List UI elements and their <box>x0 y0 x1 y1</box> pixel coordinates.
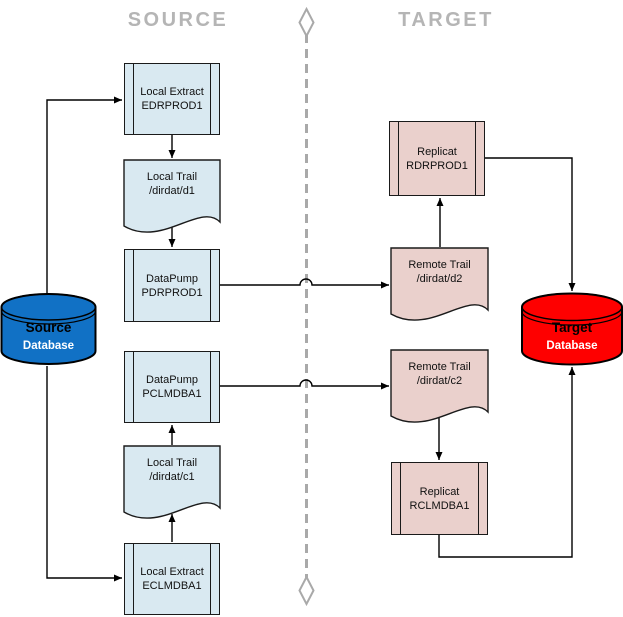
node-datapump-pdrprod1: DataPump PDRPROD1 <box>124 249 220 322</box>
node-replicat-rdrprod1: Replicat RDRPROD1 <box>389 121 485 196</box>
process-inner-rail <box>209 544 211 614</box>
connector-rclmdba1-to-targetdb <box>438 367 576 558</box>
node-label: DataPump <box>146 272 198 285</box>
node-label: DataPump <box>146 374 198 386</box>
node-local-extract-edrprod1: Local Extract EDRPROD1 <box>124 63 220 135</box>
node-label: Replicat <box>419 485 460 498</box>
document-remote-trail-c2 <box>390 349 489 423</box>
process-inner-rail <box>474 122 476 195</box>
node-label: Local Extract <box>140 86 204 98</box>
connector-pdrprod1-to-traild2 <box>220 278 389 289</box>
process-inner-rail <box>209 250 211 321</box>
document-local-trail-d1 <box>123 159 221 233</box>
node-local-extract-eclmdba1: Local Extract ECLMDBA1 <box>124 543 220 615</box>
process-inner-rail <box>400 463 402 534</box>
connector-rdrprod1-to-targetdb <box>484 157 576 291</box>
source-zone-header: SOURCE <box>127 9 229 31</box>
node-label: ECLMDBA1 <box>142 580 202 592</box>
process-inner-rail <box>209 352 211 422</box>
divider-top-diamond-icon <box>298 6 315 39</box>
node-label: PDRPROD1 <box>141 286 203 299</box>
connector-pclmdba1-to-trailc2 <box>220 379 389 390</box>
connector-sourcedb-to-edrprod1 <box>46 96 122 296</box>
process-inner-rail <box>133 64 135 134</box>
node-label: Replicat <box>417 145 457 158</box>
node-replicat-rclmdba1: Replicat RCLMDBA1 <box>391 462 488 535</box>
process-inner-rail <box>398 122 400 195</box>
process-inner-rail <box>209 64 211 134</box>
source-database-cylinder <box>0 293 97 365</box>
target-database-cylinder <box>521 292 623 366</box>
node-label: RDRPROD1 <box>406 159 468 172</box>
document-remote-trail-d2 <box>390 247 489 321</box>
target-zone-header: TARGET <box>398 9 494 31</box>
node-label: RCLMDBA1 <box>409 499 470 512</box>
node-label: EDRPROD1 <box>141 100 203 112</box>
node-label: PCLMDBA1 <box>142 388 202 400</box>
document-local-trail-c1 <box>123 445 221 519</box>
connector-sourcedb-to-eclmdba1 <box>46 366 122 582</box>
node-label: Local Extract <box>140 566 204 578</box>
divider-bottom-diamond-icon <box>298 574 315 607</box>
process-inner-rail <box>477 463 479 534</box>
process-inner-rail <box>133 544 135 614</box>
process-inner-rail <box>133 250 135 321</box>
process-inner-rail <box>133 352 135 422</box>
node-datapump-pclmdba1: DataPump PCLMDBA1 <box>124 351 220 423</box>
